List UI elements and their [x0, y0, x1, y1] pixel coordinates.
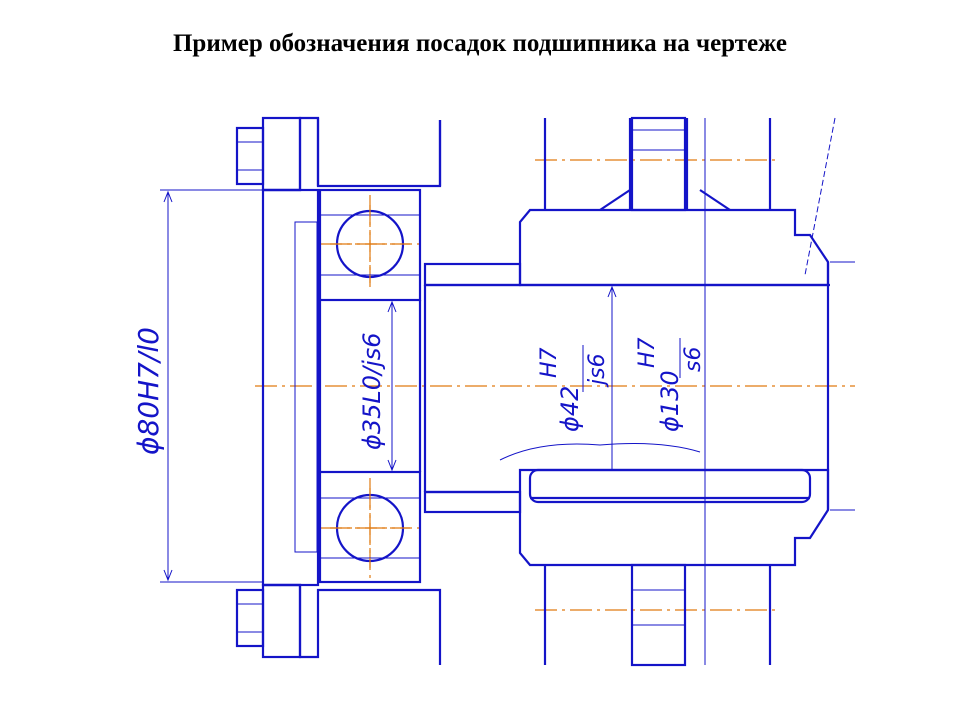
dim-d42-num: H7 — [537, 347, 562, 378]
gear-hub — [499, 443, 830, 667]
center-lines — [255, 159, 855, 611]
page-title: Пример обозначения посадок подшипника на… — [172, 30, 788, 57]
frame-lines — [704, 117, 855, 665]
gear-hub — [518, 116, 830, 287]
dimension-d80 — [160, 189, 263, 583]
dim-d130-num: H7 — [635, 337, 660, 368]
bolt-icon — [235, 116, 302, 192]
dim-d42-prefix: ϕ42 — [556, 386, 584, 432]
dimension-d42 — [607, 285, 617, 470]
ball-bearing-icon — [318, 188, 422, 302]
housing-cover — [261, 116, 442, 665]
dim-d130-den: s6 — [681, 347, 706, 372]
key-icon — [528, 468, 812, 504]
dim-d35-label: ϕ35L0/js6 — [358, 332, 386, 450]
dimension-d35 — [387, 300, 397, 472]
ball-bearing-icon — [318, 470, 422, 584]
spacer-bushing — [423, 262, 522, 514]
dim-d80-label: ϕ80H7/l0 — [132, 327, 165, 455]
dim-d42-den: js6 — [585, 353, 610, 388]
bolt-icon — [235, 583, 302, 659]
dim-d130-prefix: ϕ130 — [656, 370, 684, 432]
